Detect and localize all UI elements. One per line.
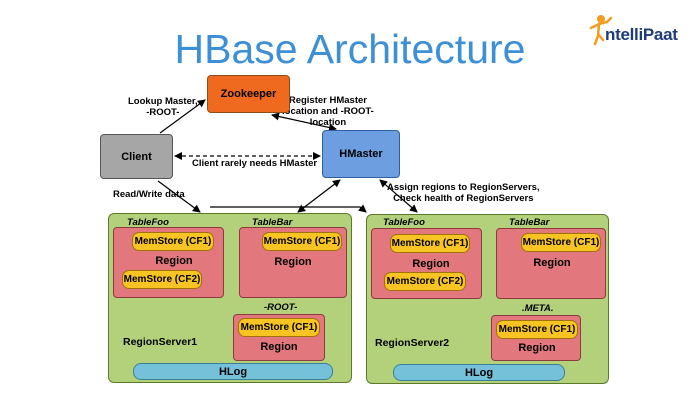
memstore-cf2: MemStore (CF2): [384, 272, 466, 291]
region-foo: MemStore (CF1) Region MemStore (CF2): [113, 227, 224, 298]
table-label-bar: TableBar: [509, 217, 550, 228]
region-label: Region: [274, 256, 312, 268]
region-label: Region: [518, 342, 556, 354]
region-label: Region: [260, 341, 298, 353]
memstore-cf1: MemStore (CF1): [262, 232, 342, 251]
client-label: Client: [121, 150, 152, 163]
region-label: Region: [533, 257, 571, 269]
hlog: HLog: [393, 364, 565, 381]
region-root: MemStore (CF1) Region: [233, 314, 325, 361]
table-label-meta: .META.: [522, 303, 554, 314]
edge-label-rarely: Client rarely needs HMaster: [192, 158, 318, 169]
region-label: Region: [412, 258, 450, 270]
memstore-cf1: MemStore (CF1): [132, 232, 214, 251]
client-node: Client: [100, 134, 173, 179]
logo-text: ntelliPaat: [605, 25, 678, 44]
regionserver-name: RegionServer1: [123, 336, 198, 348]
zookeeper-node: Zookeeper: [207, 75, 290, 113]
memstore-cf1: MemStore (CF1): [390, 234, 470, 253]
zookeeper-label: Zookeeper: [220, 88, 277, 100]
edge-label-readwrite: Read/Write data: [113, 189, 185, 200]
edge-hmaster-regionserver1: [297, 179, 341, 213]
memstore-cf1: MemStore (CF1): [238, 318, 320, 337]
hlog: HLog: [133, 363, 333, 380]
table-label-foo: TableFoo: [127, 217, 169, 228]
hmaster-label: HMaster: [339, 148, 383, 160]
page-title: HBase Architecture: [174, 26, 526, 72]
regionserver1: TableFoo MemStore (CF1) Region MemStore …: [108, 213, 352, 383]
edge-label-assign: Assign regions to RegionServers, Check h…: [387, 182, 540, 204]
edge-label-lookup: Lookup Master, -ROOT-: [128, 96, 198, 118]
table-label-root: -ROOT-: [264, 302, 298, 313]
edge-label-register: Register HMaster location and -ROOT- loc…: [282, 95, 374, 128]
region-bar: MemStore (CF1) Region: [239, 227, 347, 298]
region-foo: MemStore (CF1) Region MemStore (CF2): [371, 228, 482, 299]
person-logo-icon: [589, 15, 613, 46]
edge-zookeeper-hmaster: [271, 112, 337, 132]
memstore-cf2: MemStore (CF2): [122, 270, 202, 289]
regionserver2: TableFoo MemStore (CF1) Region MemStore …: [366, 214, 609, 384]
table-label-foo: TableFoo: [383, 217, 425, 228]
edge-client-zookeeper: [159, 99, 206, 134]
hmaster-node: HMaster: [322, 130, 400, 178]
edge-client-regionserver2: [210, 204, 367, 213]
region-meta: MemStore (CF1) Region: [491, 315, 581, 361]
intellipaat-logo: [589, 15, 613, 46]
edge-client-regionserver1: [157, 180, 201, 213]
memstore-cf1: MemStore (CF1): [496, 320, 578, 339]
edge-hmaster-regionserver2: [379, 179, 418, 213]
region-label: Region: [155, 255, 193, 267]
region-bar: MemStore (CF1) Region: [496, 228, 606, 299]
regionserver-name: RegionServer2: [375, 337, 450, 349]
table-label-bar: TableBar: [252, 217, 293, 228]
memstore-cf1: MemStore (CF1): [521, 233, 601, 252]
